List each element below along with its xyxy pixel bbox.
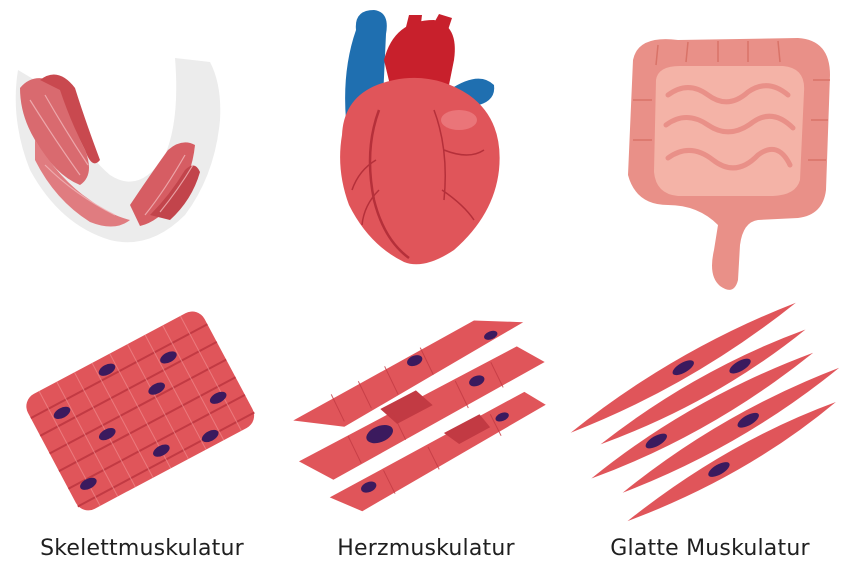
cardiac-muscle-tissue-icon [284,290,568,530]
panel-skeletal-muscle: Skelettmuskulatur [0,0,284,566]
heart-icon [284,0,568,290]
panel-smooth-muscle: Glatte Muskulatur [568,0,852,566]
panel-label: Skelettmuskulatur [0,536,284,561]
arm-muscle-icon [0,0,284,290]
intestine-icon [568,0,852,290]
smooth-muscle-tissue-icon [568,290,852,530]
panel-label: Glatte Muskulatur [568,536,852,561]
skeletal-muscle-tissue-icon [0,290,284,530]
panel-label: Herzmuskulatur [284,536,568,561]
panel-cardiac-muscle: Herzmuskulatur [284,0,568,566]
